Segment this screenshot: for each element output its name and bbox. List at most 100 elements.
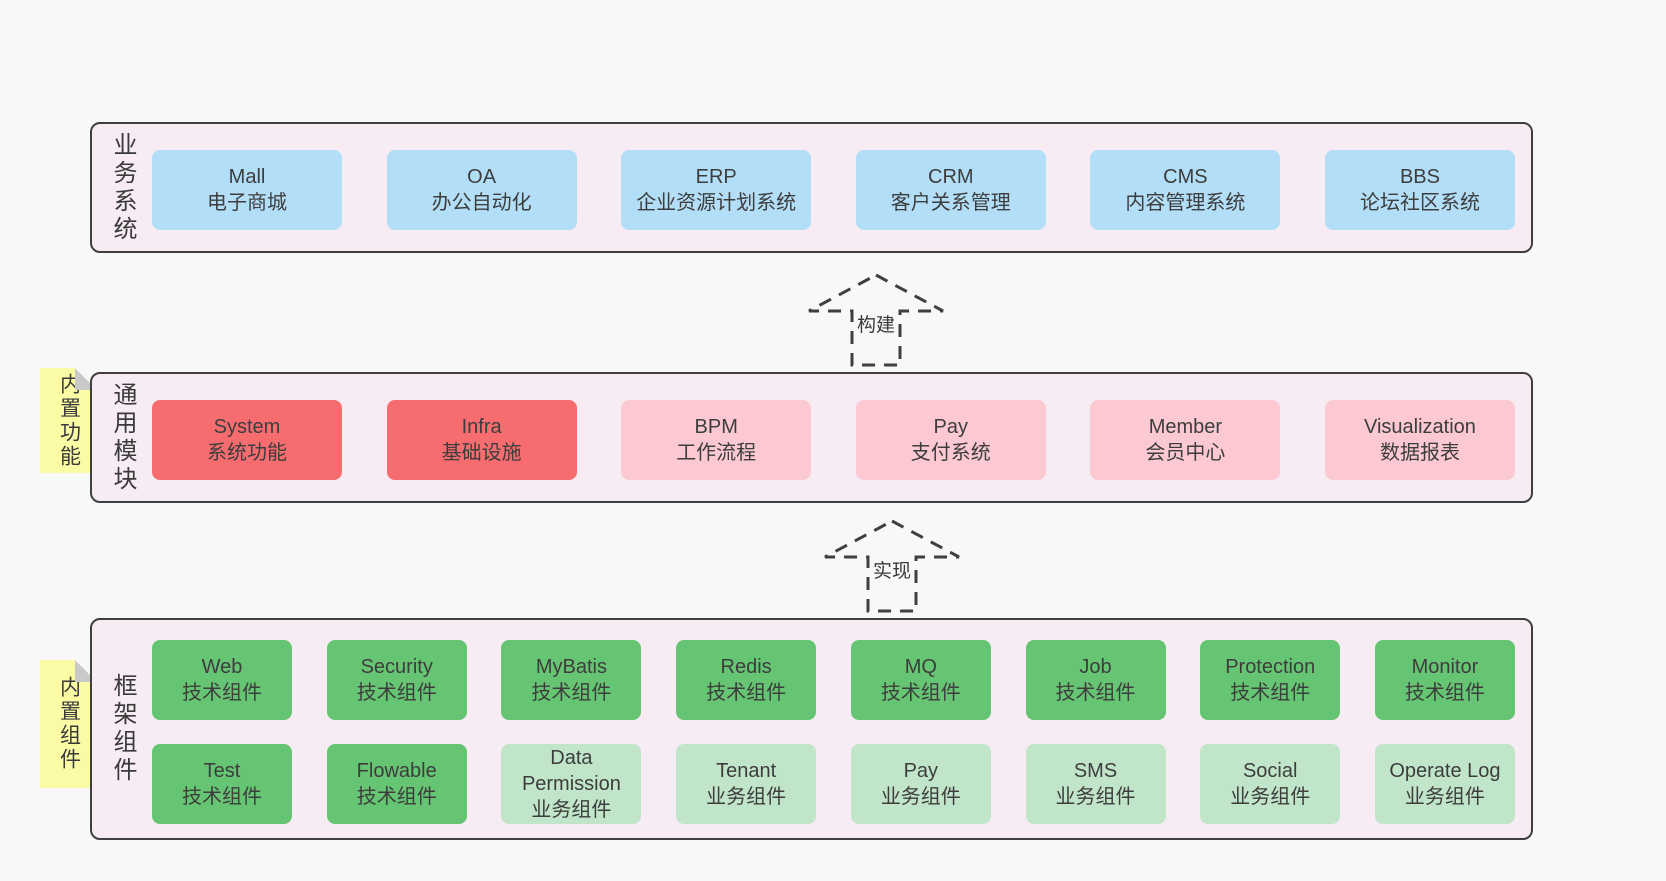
node-operate-log: Operate Log 业务组件 [1374, 744, 1515, 824]
sticky-note-label: 内置功能 [57, 372, 81, 469]
node-mybatis: MyBatis 技术组件 [501, 640, 642, 720]
sticky-note-builtin-features: 内置功能 [40, 368, 97, 473]
node-name: Visualization [1364, 416, 1476, 438]
sticky-note-label: 内置组件 [57, 676, 81, 772]
node-desc: 客户关系管理 [890, 192, 1011, 214]
common-modules-layer: 通用模块 System 系统功能 Infra 基础设施 BPM 工作流程 Pay… [90, 372, 1533, 503]
node-name: Infra [461, 416, 502, 438]
business-systems-row: Mall 电子商城 OA 办公自动化 ERP 企业资源计划系统 CRM 客户关系… [152, 150, 1515, 230]
node-system: System 系统功能 [152, 400, 342, 480]
node-desc: 论坛社区系统 [1359, 192, 1480, 214]
node-social: Social 业务组件 [1200, 744, 1341, 824]
node-desc: 业务组件 [1230, 786, 1311, 808]
node-desc: 支付系统 [910, 442, 991, 464]
node-name: Social [1242, 760, 1298, 782]
node-bbs: BBS 论坛社区系统 [1324, 150, 1515, 230]
node-data-permission: Data Permission 业务组件 [501, 744, 642, 824]
layer-label-framework: 框架组件 [109, 673, 136, 785]
framework-components-layer: 框架组件 Web 技术组件 Security 技术组件 MyBatis 技术组件… [90, 618, 1533, 840]
node-name: Security [360, 656, 433, 678]
node-crm: CRM 客户关系管理 [855, 150, 1046, 230]
node-desc: 技术组件 [356, 682, 437, 704]
up-arrow-build: 构建 [806, 272, 946, 368]
node-name: SMS [1073, 760, 1118, 782]
node-desc: 数据报表 [1379, 442, 1460, 464]
node-desc: 办公自动化 [431, 192, 532, 214]
node-oa: OA 办公自动化 [386, 150, 577, 230]
node-desc: 技术组件 [1404, 682, 1485, 704]
node-desc: 业务组件 [1055, 786, 1136, 808]
node-desc: 基础设施 [441, 442, 522, 464]
node-name: Flowable [356, 760, 437, 782]
node-name: Job [1079, 656, 1112, 678]
node-erp: ERP 企业资源计划系统 [621, 150, 812, 230]
node-name: ERP [695, 166, 737, 188]
node-name: Mall [228, 166, 266, 188]
node-test: Test 技术组件 [152, 744, 292, 824]
node-mq: MQ 技术组件 [850, 640, 991, 720]
node-name: Pay [933, 416, 969, 438]
node-name: BBS [1399, 166, 1440, 188]
layer-label-modules: 通用模块 [109, 381, 136, 494]
node-monitor: Monitor 技术组件 [1374, 640, 1515, 720]
node-desc: 业务组件 [880, 786, 961, 808]
node-name: Operate Log [1389, 760, 1501, 782]
node-name: Test [203, 760, 241, 782]
node-redis: Redis 技术组件 [676, 640, 817, 720]
node-cms: CMS 内容管理系统 [1090, 150, 1281, 230]
framework-row-2: Test 技术组件 Flowable 技术组件 Data Permission … [152, 744, 1515, 824]
node-pay-system: Pay 支付系统 [855, 400, 1046, 480]
node-desc: 技术组件 [880, 682, 961, 704]
arrow-label-build: 构建 [853, 310, 899, 337]
layer-label-business: 业务系统 [109, 131, 136, 244]
node-desc: 技术组件 [706, 682, 787, 704]
node-desc: 工作流程 [676, 442, 757, 464]
node-name: Protection [1225, 656, 1316, 678]
node-name: Member [1148, 416, 1223, 438]
node-desc: 技术组件 [182, 682, 262, 704]
node-desc: 业务组件 [1404, 786, 1485, 808]
node-name: Tenant [716, 760, 777, 782]
node-tenant: Tenant 业务组件 [676, 744, 817, 824]
node-name: System [213, 416, 281, 438]
node-bpm: BPM 工作流程 [621, 400, 812, 480]
node-mall: Mall 电子商城 [152, 150, 342, 230]
node-name: Pay [903, 760, 939, 782]
node-name: MQ [904, 656, 937, 678]
node-desc: 会员中心 [1145, 442, 1226, 464]
node-desc: 技术组件 [182, 786, 262, 808]
node-name: MyBatis [535, 656, 607, 678]
node-desc: 业务组件 [706, 786, 787, 808]
node-desc: 技术组件 [531, 682, 612, 704]
business-systems-layer: 业务系统 Mall 电子商城 OA 办公自动化 ERP 企业资源计划系统 CRM… [90, 122, 1533, 253]
node-desc: 系统功能 [207, 442, 287, 464]
node-name: CRM [928, 166, 974, 188]
dashed-up-arrow-icon [808, 273, 944, 367]
node-member: Member 会员中心 [1090, 400, 1281, 480]
node-job: Job 技术组件 [1025, 640, 1166, 720]
node-desc: 技术组件 [1230, 682, 1311, 704]
node-flowable: Flowable 技术组件 [326, 744, 467, 824]
node-pay-component: Pay 业务组件 [850, 744, 991, 824]
node-desc: 技术组件 [1055, 682, 1136, 704]
node-desc: 技术组件 [356, 786, 437, 808]
sticky-note-builtin-components: 内置组件 [40, 660, 97, 788]
node-name: BPM [694, 416, 738, 438]
node-name: OA [467, 166, 497, 188]
node-desc: 企业资源计划系统 [636, 192, 797, 214]
node-desc: 电子商城 [207, 192, 287, 214]
up-arrow-implement: 实现 [822, 518, 962, 614]
node-security: Security 技术组件 [326, 640, 467, 720]
node-desc: 业务组件 [531, 799, 612, 821]
node-desc: 内容管理系统 [1125, 192, 1246, 214]
node-sms: SMS 业务组件 [1025, 744, 1166, 824]
arrow-label-implement: 实现 [869, 556, 915, 583]
node-name: Data Permission [521, 747, 621, 795]
node-web: Web 技术组件 [152, 640, 292, 720]
node-protection: Protection 技术组件 [1200, 640, 1341, 720]
node-name: Redis [720, 656, 772, 678]
node-infra: Infra 基础设施 [386, 400, 577, 480]
node-name: CMS [1163, 166, 1208, 188]
node-name: Web [201, 656, 243, 678]
